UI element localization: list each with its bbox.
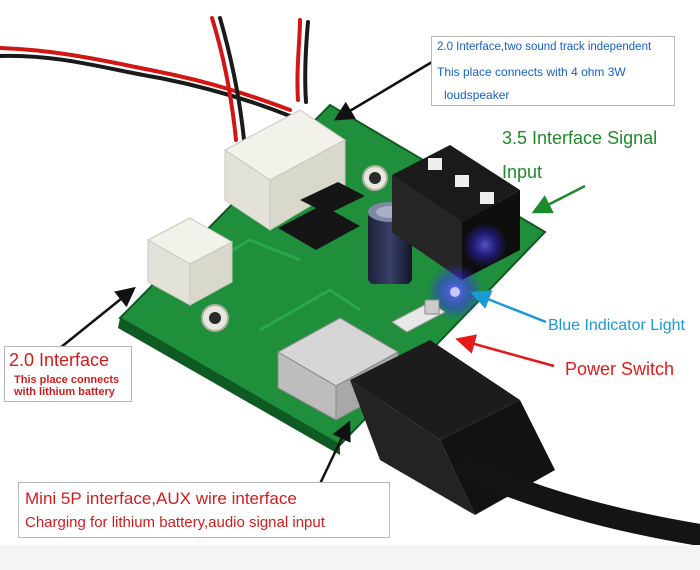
battery-connector-left <box>146 217 234 306</box>
power-switch <box>391 299 446 333</box>
callout-top-interface-line2: This place connects with 4 ohm 3W <box>437 65 626 79</box>
callout-mini-usb-line2: Charging for lithium battery,audio signa… <box>25 514 325 531</box>
callout-mini-usb-line1: Mini 5P interface,AUX wire interface <box>25 489 297 508</box>
amplifier-chip-2 <box>300 182 365 214</box>
usb-cable <box>350 340 700 546</box>
speaker-connector-top <box>224 109 346 231</box>
label-signal-input-line1: 3.5 Interface Signal <box>502 128 658 148</box>
arrow-top-interface <box>333 60 433 121</box>
callout-left-interface: 2.0 Interface This place connects with l… <box>4 346 132 402</box>
speaker-wires <box>0 16 310 142</box>
callout-top-interface-line3: loudspeaker <box>444 88 510 102</box>
callout-mini-usb: Mini 5P interface,AUX wire interface Cha… <box>18 482 390 538</box>
arrow-blue-indicator <box>470 290 547 324</box>
callout-top-interface-line1: 2.0 Interface,two sound track independen… <box>437 41 652 53</box>
callout-arrows <box>59 60 586 489</box>
label-blue-indicator: Blue Indicator Light <box>548 317 685 334</box>
arrow-mini-usb <box>316 420 351 489</box>
bottom-band <box>0 545 700 570</box>
callout-left-interface-line1: This place connects <box>14 374 120 386</box>
arrow-power-switch <box>455 334 555 368</box>
amplifier-chip <box>278 205 360 250</box>
arrow-left-interface <box>59 286 136 349</box>
callout-left-interface-title: 2.0 Interface <box>9 350 110 370</box>
label-power-switch: Power Switch <box>565 359 675 379</box>
arrow-signal-input <box>531 184 586 214</box>
callout-left-interface-line2: with lithium battery <box>14 386 115 398</box>
label-signal-input-line2: Input <box>502 162 543 182</box>
callout-top-interface: 2.0 Interface,two sound track independen… <box>431 36 675 106</box>
